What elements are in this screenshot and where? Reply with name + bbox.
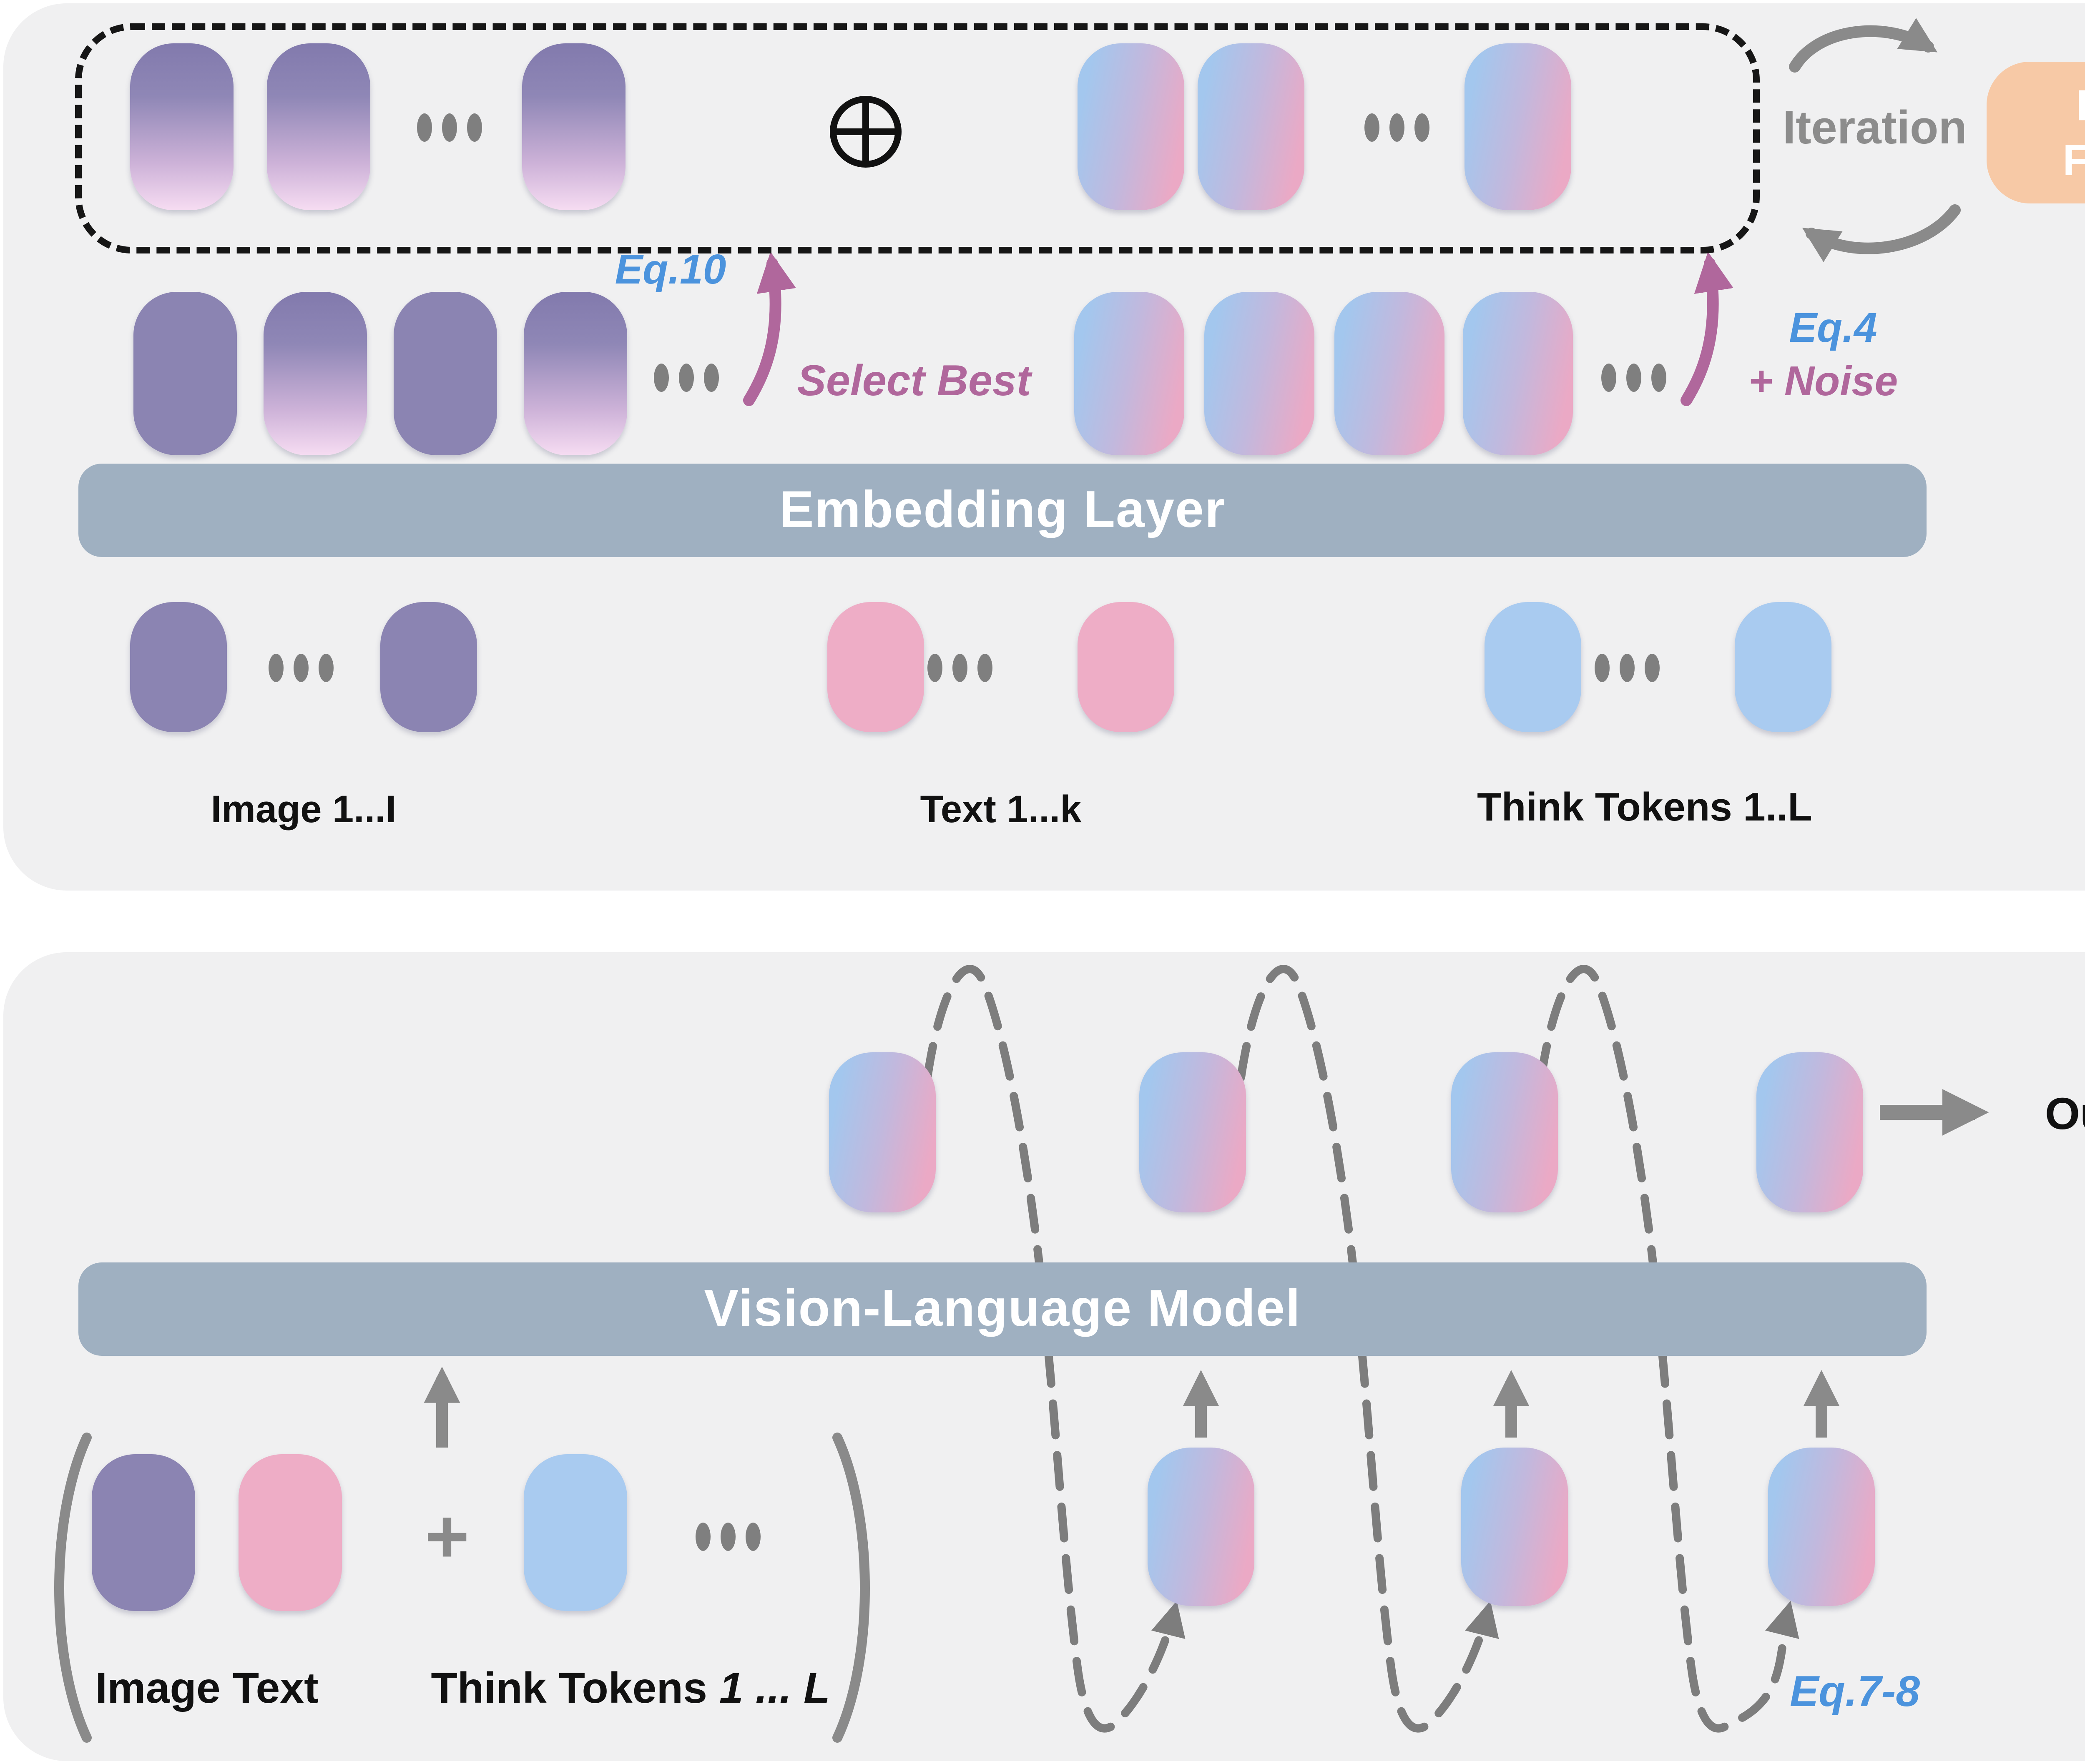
text-input-token (827, 602, 924, 732)
reward-function-box: Reward Function (1987, 62, 2085, 203)
image-embedding-token (130, 43, 234, 210)
ellipsis-dots (268, 653, 333, 681)
think-tokens-range-label: Think Tokens 1 ... L (387, 1663, 874, 1714)
image-candidate-token (394, 292, 497, 455)
fed-back-token (1461, 1448, 1568, 1606)
plus-sign: + (425, 1493, 470, 1579)
think-candidate-token (1334, 292, 1444, 455)
image-candidate-token (133, 292, 237, 455)
eq-5-6-label: Eq.5-6 (2068, 213, 2085, 260)
selected-sequence-dashed-box (75, 23, 1760, 253)
ellipsis-dots (654, 363, 719, 391)
eq-4-label: Eq.4 (1789, 305, 1877, 352)
image-candidate-token (524, 292, 627, 455)
think-input-token (1485, 602, 1581, 732)
text-input-token (239, 1454, 342, 1611)
fed-back-token (1148, 1448, 1254, 1606)
image-input-token (380, 602, 477, 732)
eq-10-label: Eq.10 (615, 247, 726, 294)
think-tokens-label: Think Tokens 1..L (1477, 785, 1812, 831)
think-embedding-token (1078, 43, 1184, 210)
ellipsis-dots (1601, 363, 1666, 391)
think-embedding-token (1198, 43, 1304, 210)
embedding-layer-bar: Embedding Layer (78, 464, 1927, 557)
think-tokens-range: 1 ... L (719, 1663, 830, 1713)
ellipsis-dots (417, 113, 482, 141)
text-tokens-label: Text 1...k (920, 787, 1082, 831)
iteration-label: Iteration (1783, 102, 1967, 153)
text-input-token (1078, 602, 1174, 732)
generated-token (829, 1052, 936, 1212)
plus-noise-label: + Noise (1748, 359, 1898, 405)
reward-function-line1: Reward (2076, 78, 2085, 133)
reward-function-line2: Function (2062, 133, 2085, 188)
outputs-label: Outputs (2045, 1089, 2085, 1139)
think-candidate-token (1074, 292, 1184, 455)
ellipsis-dots (927, 653, 992, 681)
think-candidate-token (1204, 292, 1314, 455)
think-candidate-token (1463, 292, 1573, 455)
fed-back-token (1768, 1448, 1875, 1606)
think-embedding-token (1465, 43, 1571, 210)
image-tokens-label: Image 1...I (211, 787, 397, 831)
image-input-token (92, 1454, 195, 1611)
image-embedding-token (267, 43, 370, 210)
think-input-token (1735, 602, 1831, 732)
select-best-label: Select Best (797, 355, 1031, 405)
vision-language-model-bar: Vision-Language Model (78, 1262, 1927, 1356)
eq-7-8-label: Eq.7-8 (1789, 1666, 1920, 1716)
image-input-token (130, 602, 227, 732)
think-tokens-prefix: Think Tokens (431, 1663, 719, 1713)
generated-token (1756, 1052, 1863, 1212)
generated-token (1451, 1052, 1558, 1212)
generated-token (1139, 1052, 1246, 1212)
image-candidate-token (264, 292, 367, 455)
ellipsis-dots (1364, 113, 1429, 141)
ellipsis-dots (1594, 653, 1659, 681)
ellipsis-dots (695, 1522, 760, 1550)
think-input-token (524, 1454, 627, 1611)
image-text-label: Image Text (95, 1663, 319, 1713)
image-embedding-token (522, 43, 626, 210)
